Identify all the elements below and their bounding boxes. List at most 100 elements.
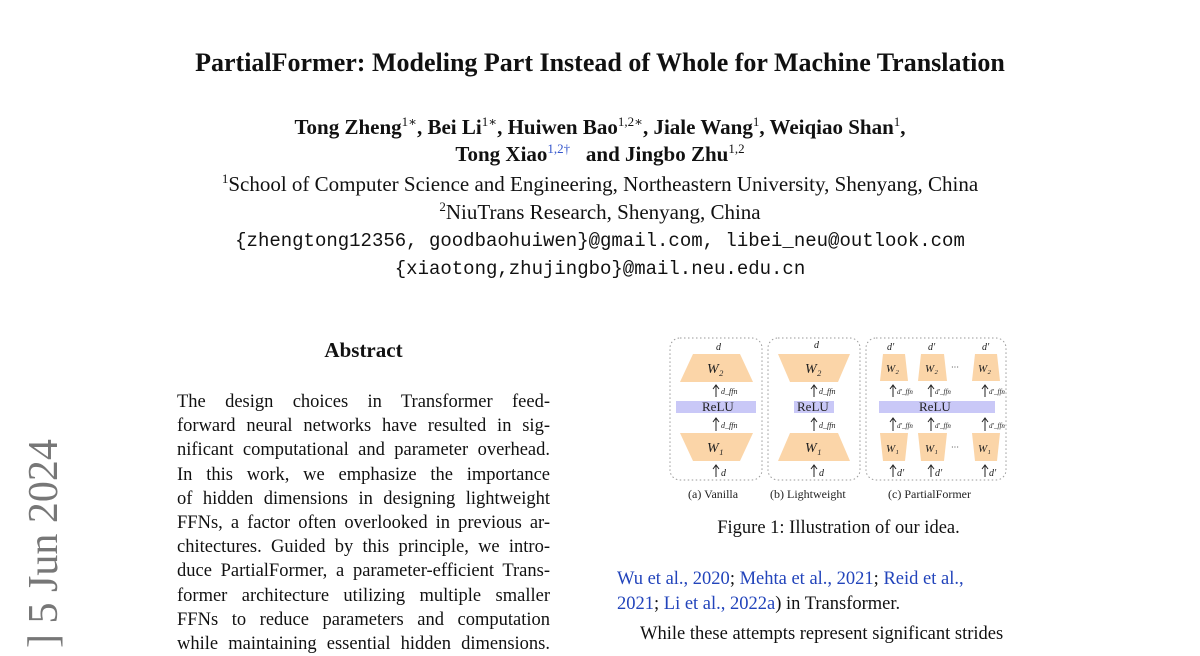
aff-text: School of Computer Science and Engineeri…	[228, 172, 979, 196]
author-line-2: Tong Xiao1,2† and Jingbo Zhu1,2	[0, 141, 1200, 167]
panel-label: (c) PartialFormer	[888, 487, 971, 501]
author: Jingbo Zhu	[625, 142, 729, 166]
w1-label: W₁	[886, 443, 899, 455]
relu-label: ReLU	[702, 399, 734, 414]
relu-label: ReLU	[797, 399, 829, 414]
panel-label: (a) Vanilla	[688, 487, 739, 501]
dim-label: d′	[982, 342, 990, 353]
affiliation: 1School of Computer Science and Engineer…	[0, 171, 1200, 197]
w2-label: W₂	[707, 362, 724, 377]
arrow-icon	[889, 417, 897, 431]
dim-label: d′	[928, 342, 936, 353]
dim-label: d_ffn	[819, 387, 835, 396]
abstract-heading: Abstract	[324, 338, 403, 362]
aff-text: NiuTrans Research, Shenyang, China	[445, 200, 761, 224]
paper-title: PartialFormer: Modeling Part Instead of …	[195, 48, 1005, 77]
dim-label: d′	[897, 468, 905, 479]
relu-bar	[676, 401, 756, 413]
sep: ;	[654, 594, 660, 614]
dim-label: d′_ffn	[989, 388, 1005, 396]
dim-label: d′_ffn	[897, 388, 913, 396]
citation-link[interactable]: Reid et al.,	[878, 569, 964, 589]
email: {zhengtong12356, goodbaohuiwen}@gmail.co…	[235, 230, 965, 252]
affiliation: 2NiuTrans Research, Shenyang, China	[0, 199, 1200, 225]
abstract-line: former architecture utilizing multiple s…	[177, 585, 550, 606]
paragraph-line: While these attempts represent significa…	[640, 624, 1004, 644]
author: Tong Zheng	[294, 115, 402, 139]
text: ) in Transformer.	[775, 594, 901, 614]
dim-label: d′_ffn	[935, 422, 951, 430]
w2-label: W₂	[886, 363, 899, 375]
abstract-line: forward neural networks have resulted in…	[177, 416, 550, 437]
author: Jiale Wang	[653, 115, 753, 139]
author-sup: 1	[752, 114, 760, 129]
abstract-line: The design choices in Transformer feed-	[177, 392, 550, 412]
w1-block	[680, 433, 753, 461]
dim-label: d′	[935, 468, 943, 479]
w1-block	[880, 433, 908, 461]
author: Huiwen Bao	[507, 115, 618, 139]
arrow-icon	[981, 464, 989, 477]
email: {xiaotong,zhujingbo}@mail.neu.edu.cn	[394, 258, 806, 280]
dim-label: d	[716, 342, 722, 353]
arrow-icon	[927, 417, 935, 431]
arrow-icon	[712, 417, 720, 431]
dim-label: d′	[887, 342, 895, 353]
citation-link[interactable]: Wu et al., 2020	[617, 569, 730, 589]
w2-block	[918, 354, 947, 381]
and: and	[585, 142, 620, 166]
w2-block	[778, 354, 850, 382]
dim-label: d_ffn	[721, 387, 737, 396]
author-sup: 1,2	[728, 141, 745, 156]
w1-block	[778, 433, 850, 461]
dim-label: d	[819, 468, 825, 479]
arxiv-stamp: ] 5 Jun 2024	[21, 439, 67, 648]
abstract-line: nificant computational and parameter ove…	[177, 440, 550, 461]
w2-label: W₂	[925, 363, 938, 375]
abstract-line: while maintaining essential hidden dimen…	[177, 634, 550, 655]
w2-block	[680, 354, 753, 382]
citation-line: Wu et al., 2020; Mehta et al., 2021; Rei…	[617, 569, 1060, 590]
citation-link[interactable]: Mehta et al., 2021	[734, 569, 874, 589]
dim-label: d′	[989, 468, 997, 479]
abstract-body: The design choices in Transformer feed- …	[177, 390, 550, 656]
citation-link[interactable]: 2021	[617, 594, 654, 614]
author: Weiqiao Shan	[769, 115, 894, 139]
author-sup: 1	[893, 114, 901, 129]
w2-label: W₂	[978, 363, 991, 375]
arrow-icon	[981, 384, 989, 397]
panel-frame	[865, 337, 1007, 481]
arrow-icon	[810, 384, 818, 397]
aff-sup: 1	[221, 171, 229, 186]
relu-label: ReLU	[919, 399, 951, 414]
author: Bei Li	[427, 115, 482, 139]
ellipsis: ···	[951, 443, 959, 452]
panel-frame	[669, 337, 763, 481]
panel-label: (b) Lightweight	[770, 487, 846, 501]
sep: ;	[873, 569, 879, 589]
arrow-icon	[981, 417, 989, 431]
figure-1: d d W₂ W₂ W₁ W₁ ReLU ReLU ReLU d_ffn d_f…	[669, 337, 1007, 501]
w2-block	[880, 354, 908, 381]
ellipsis: ···	[951, 363, 959, 372]
abstract-line: duce PartialFormer, a parameter-efficien…	[177, 561, 550, 582]
citation-link[interactable]: Li et al., 2022a	[659, 594, 776, 614]
w1-label: W₁	[925, 443, 938, 455]
arrow-icon	[889, 464, 897, 477]
dim-label: d	[814, 340, 820, 351]
arrow-icon	[927, 384, 935, 397]
w1-label: W₁	[805, 441, 822, 456]
author: Tong Xiao	[455, 142, 548, 166]
arrow-icon	[889, 384, 897, 397]
arrow-icon	[810, 464, 818, 477]
author-sup: 1,2†	[547, 141, 571, 156]
arrow-icon	[712, 464, 720, 477]
relu-bar	[794, 401, 834, 413]
w1-block	[972, 433, 1000, 461]
arrow-icon	[712, 384, 720, 397]
relu-bar	[879, 401, 995, 413]
abstract-line: In this work, we emphasize the importanc…	[177, 464, 550, 485]
w1-label: W₁	[707, 441, 724, 456]
abstract-line: of hidden dimensions in designing lightw…	[177, 488, 550, 509]
abstract-line: FFNs to reduce parameters and computatio…	[177, 609, 550, 630]
